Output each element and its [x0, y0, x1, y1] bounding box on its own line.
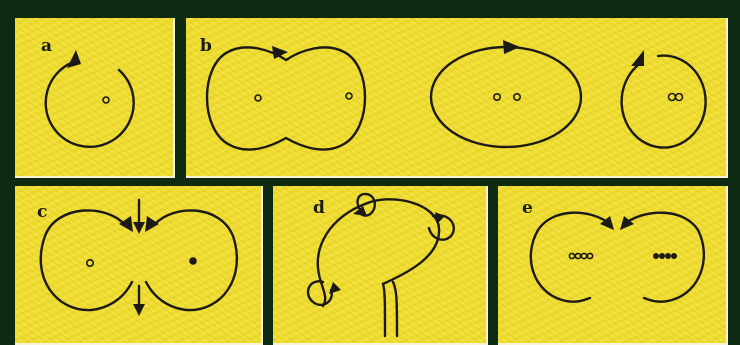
open-circle-marker	[581, 253, 586, 258]
open-circle-marker	[587, 253, 592, 258]
panel-b: b	[186, 18, 728, 178]
open-circle-marker	[103, 97, 109, 103]
panel-d: d	[273, 186, 488, 345]
solid-circle-marker	[189, 257, 197, 265]
open-circle-marker	[669, 94, 676, 101]
solid-circle-marker	[671, 253, 677, 259]
solid-circle-marker	[653, 253, 659, 259]
down-arrow-icon	[133, 222, 145, 234]
arrowhead-icon	[67, 50, 81, 68]
panel-a-diagram	[15, 18, 175, 178]
arrowhead-icon	[329, 282, 341, 294]
arrowhead-icon	[503, 40, 520, 54]
down-arrow-icon	[133, 304, 145, 316]
ellipse-loop-curve	[431, 47, 581, 147]
panel-e-diagram	[498, 186, 728, 345]
arrowhead-icon	[119, 216, 133, 232]
stalk-line	[393, 282, 397, 336]
arrowhead-icon	[631, 50, 644, 66]
arrowhead-icon	[145, 216, 159, 232]
panel-d-diagram	[273, 186, 488, 345]
solid-circle-marker	[665, 253, 671, 259]
open-circle-marker	[575, 253, 580, 258]
open-circle-marker	[494, 94, 500, 100]
solid-circle-marker	[659, 253, 665, 259]
panel-a: a	[15, 18, 175, 178]
panel-c: c	[15, 186, 263, 345]
open-circle-marker	[514, 94, 520, 100]
stalk-line	[383, 284, 385, 336]
panel-e: e	[498, 186, 728, 345]
peanut-loop-curve	[207, 47, 365, 149]
panel-b-diagram	[186, 18, 728, 178]
open-circle-marker	[569, 253, 574, 258]
open-circle-marker	[87, 260, 93, 266]
open-circle-marker	[346, 93, 352, 99]
twist-loop-curve	[308, 281, 332, 305]
open-circle-marker	[255, 95, 261, 101]
open-circle-marker	[676, 94, 683, 101]
closed-loop-curve	[622, 56, 706, 148]
left-loop-curve	[41, 210, 132, 310]
closed-loop-curve	[46, 63, 134, 147]
panel-c-diagram	[15, 186, 263, 345]
